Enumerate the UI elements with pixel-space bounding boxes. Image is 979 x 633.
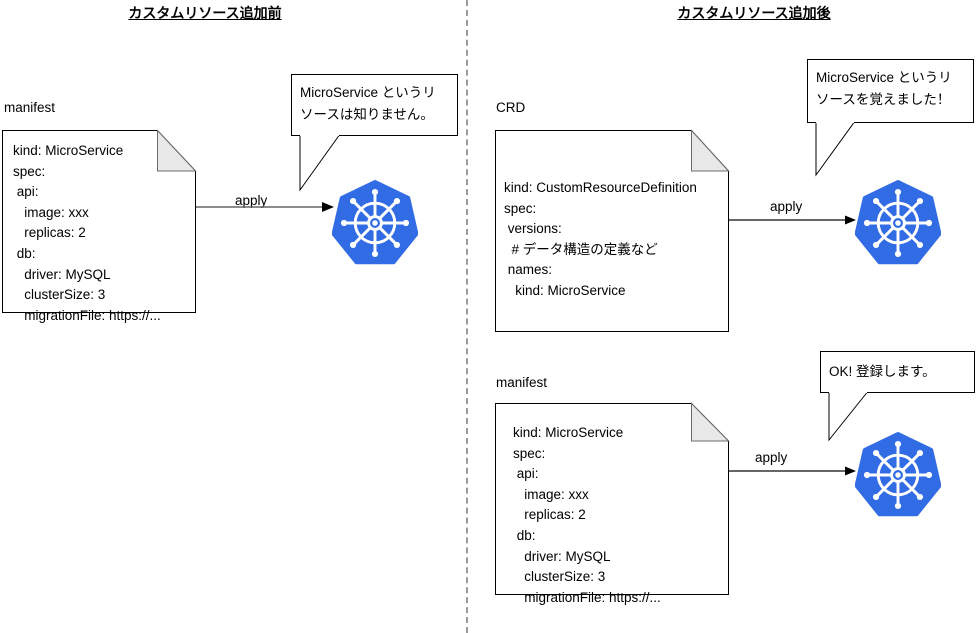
bubble-box [820,351,975,393]
page-fold-corner [157,129,197,172]
bubble-box [291,74,458,136]
right-speech-bubble: OK! 登録します。 [820,351,975,442]
arrow-head [845,215,856,225]
right-manifest-text: kind: MicroService spec: api: image: xxx… [513,425,661,605]
left-apply-label: apply [235,193,268,208]
bubble-tail [299,134,340,192]
left-kubernetes-logo [331,180,419,266]
left-manifest-label: manifest [4,100,56,115]
arrow-head [845,466,856,476]
crd-text: kind: CustomResourceDefinition spec: ver… [504,180,697,298]
crd-bubble-text: MicroService というリ ソースを覚えました！ [816,70,952,107]
left-apply-arrow [196,202,334,212]
left-section-title: カスタムリソース追加前 [128,5,282,21]
section-divider [466,0,468,633]
document-outline [2,130,196,313]
document-outline [495,403,729,595]
page-fold-corner [691,402,730,442]
kubernetes-icon [854,180,942,265]
page-fold-corner [691,129,730,172]
right-manifest-label: manifest [496,375,548,390]
crd-document: kind: CustomResourceDefinition spec: ver… [495,129,730,332]
bubble-tail [815,121,855,177]
right-apply-arrow [729,466,856,476]
right-apply-label: apply [755,450,788,465]
crd-label: CRD [496,100,526,115]
kubernetes-icon [331,180,419,265]
crd-apply-label: apply [770,199,803,214]
bubble-tail [828,391,868,442]
document-outline [495,130,729,332]
left-speech-bubble: MicroService というリ ソースは知りません。 [291,74,458,192]
right-bubble-text: OK! 登録します。 [829,364,936,379]
crd-kubernetes-logo [854,180,942,266]
crd-apply-arrow [729,215,856,225]
arrow-head [322,202,334,212]
kubernetes-icon [854,432,942,517]
right-kubernetes-logo [854,432,942,518]
left-manifest-text: kind: MicroService spec: api: image: xxx… [13,143,161,323]
right-section-title: カスタムリソース追加後 [677,5,831,21]
bubble-box [807,59,974,123]
right-manifest-document: kind: MicroService spec: api: image: xxx… [495,402,730,605]
left-manifest-document: kind: MicroService spec: api: image: xxx… [2,129,197,323]
crd-speech-bubble: MicroService というリ ソースを覚えました！ [807,59,974,177]
left-bubble-text: MicroService というリ ソースは知りません。 [300,85,436,122]
